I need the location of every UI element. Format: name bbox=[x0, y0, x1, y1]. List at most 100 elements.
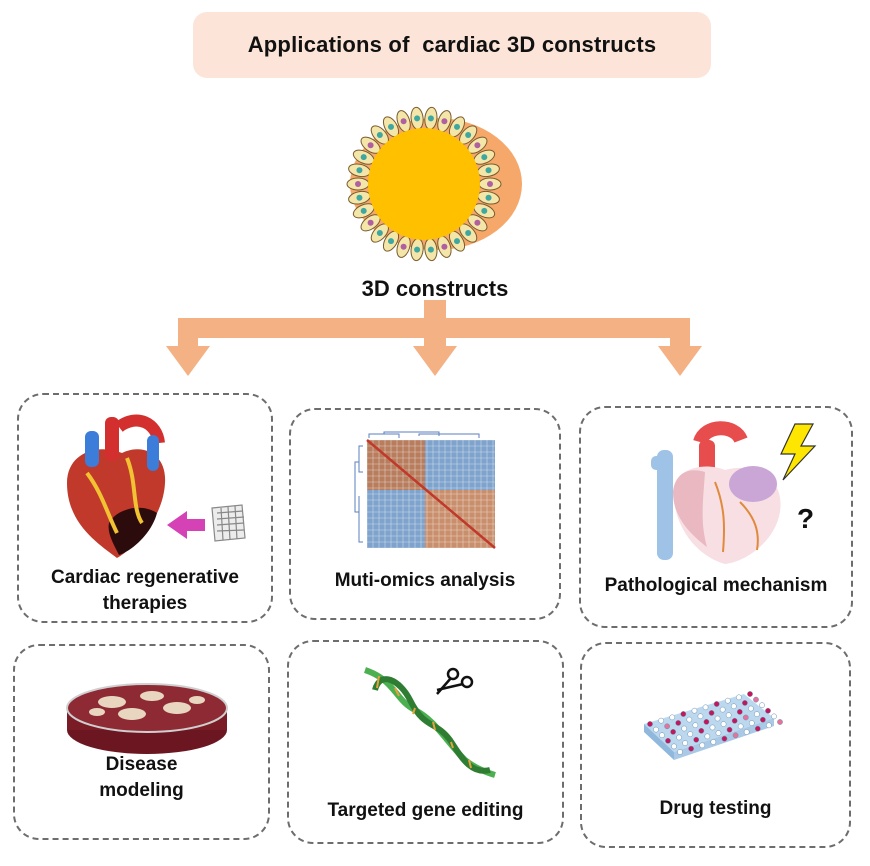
plate-well bbox=[686, 716, 693, 723]
cell-nucleus bbox=[360, 154, 367, 161]
plate-well bbox=[777, 719, 783, 725]
card-label-disease: Disease modeling bbox=[15, 752, 268, 804]
plate-well bbox=[748, 720, 755, 726]
plate-well bbox=[704, 733, 711, 740]
plate-well bbox=[731, 717, 738, 724]
plate-well bbox=[748, 705, 754, 712]
label-line: Targeted gene editing bbox=[327, 800, 524, 821]
cell-nucleus bbox=[485, 194, 492, 201]
cell-nucleus bbox=[355, 181, 361, 187]
plate-well bbox=[709, 724, 716, 731]
plate-well bbox=[680, 711, 687, 717]
plate-well bbox=[687, 731, 694, 737]
cell-nucleus bbox=[441, 243, 448, 250]
plate-well bbox=[714, 715, 721, 722]
plate-well bbox=[754, 725, 761, 732]
plate-well bbox=[664, 723, 670, 730]
plate-well bbox=[698, 727, 705, 734]
cell-nucleus bbox=[481, 207, 488, 214]
plate-well bbox=[677, 749, 683, 755]
plate-well bbox=[682, 740, 688, 746]
card-label-pathological: Pathological mechanism bbox=[581, 573, 851, 599]
plate-well bbox=[671, 743, 677, 750]
plate-well bbox=[753, 696, 759, 703]
cell-nucleus bbox=[474, 219, 481, 226]
plate-well bbox=[720, 721, 727, 727]
label-line: Cardiac regenerative bbox=[51, 567, 239, 588]
plate-well bbox=[699, 742, 706, 749]
card-pathological-mechanism: ? Pathological mechanism bbox=[579, 406, 853, 628]
page-title: Applications of cardiac 3D constructs bbox=[247, 32, 657, 57]
plate-well bbox=[724, 697, 731, 704]
plate-well bbox=[743, 729, 750, 735]
cell-nucleus bbox=[481, 154, 488, 161]
plate-well bbox=[658, 717, 664, 724]
cell-nucleus bbox=[376, 230, 383, 237]
cell-nucleus bbox=[400, 118, 407, 125]
card-disease-modeling: Disease modeling bbox=[13, 644, 270, 840]
plate-well bbox=[754, 711, 760, 717]
cell-nucleus bbox=[474, 142, 481, 149]
plate-well bbox=[693, 736, 700, 743]
plate-well bbox=[653, 726, 659, 733]
cell-nucleus bbox=[487, 181, 493, 187]
cell-nucleus bbox=[414, 246, 421, 253]
cell-nucleus bbox=[367, 219, 374, 226]
diseased-heart-icon: ? bbox=[651, 421, 817, 564]
plate-well bbox=[708, 710, 715, 716]
cell-nucleus bbox=[441, 118, 448, 125]
cell-nucleus bbox=[388, 238, 394, 245]
spheroid-construct-icon bbox=[346, 106, 522, 262]
card-drug-testing: Drug testing bbox=[580, 642, 851, 848]
plate-well bbox=[713, 701, 720, 707]
plate-well bbox=[719, 706, 726, 713]
plate-well bbox=[747, 691, 753, 697]
petri-dish-icon bbox=[66, 683, 228, 754]
plate-well bbox=[732, 732, 739, 739]
cell-nucleus bbox=[427, 246, 434, 253]
cell-nucleus bbox=[388, 123, 394, 130]
plate-well bbox=[665, 737, 671, 744]
cell-nucleus bbox=[376, 131, 383, 138]
cell-nucleus bbox=[367, 142, 374, 149]
plate-well bbox=[759, 702, 765, 709]
plate-well bbox=[692, 722, 699, 729]
plate-well bbox=[725, 712, 732, 719]
cell-nucleus bbox=[400, 243, 407, 250]
label-line: therapies bbox=[102, 593, 188, 614]
plate-well bbox=[726, 726, 733, 733]
svg-text:?: ? bbox=[797, 503, 814, 534]
cell-nucleus bbox=[360, 207, 367, 214]
plate-well bbox=[691, 707, 698, 714]
label-line: Drug testing bbox=[659, 798, 772, 819]
plate-well bbox=[760, 716, 766, 723]
center-label: 3D constructs bbox=[361, 276, 509, 301]
dna-scissors-icon bbox=[363, 667, 496, 778]
card-label-drug: Drug testing bbox=[582, 796, 849, 822]
label-line: Disease bbox=[105, 754, 178, 775]
plate-well bbox=[702, 704, 709, 711]
label-line: Muti-omics analysis bbox=[334, 570, 516, 591]
plate-well bbox=[670, 729, 676, 735]
cell-nucleus bbox=[465, 131, 472, 138]
plate-well bbox=[771, 713, 777, 720]
cell-nucleus bbox=[356, 194, 363, 201]
card-label-gene: Targeted gene editing bbox=[289, 798, 562, 824]
label-line: modeling bbox=[99, 780, 184, 801]
plate-well bbox=[659, 732, 665, 739]
plate-well bbox=[676, 734, 682, 741]
plate-well bbox=[721, 735, 728, 742]
plate-well bbox=[766, 722, 772, 729]
plate-well bbox=[765, 707, 771, 714]
plate-well bbox=[697, 713, 704, 720]
label-line: Pathological mechanism bbox=[604, 575, 828, 596]
heart-patch-icon bbox=[67, 414, 246, 558]
well-plate-icon bbox=[644, 691, 783, 760]
cell-nucleus bbox=[465, 230, 472, 237]
plate-well bbox=[688, 745, 694, 752]
plate-well bbox=[703, 719, 710, 725]
branch-arrows bbox=[166, 300, 702, 376]
heatmap-icon bbox=[354, 431, 496, 549]
cell-nucleus bbox=[454, 238, 460, 245]
plate-well bbox=[730, 703, 737, 710]
